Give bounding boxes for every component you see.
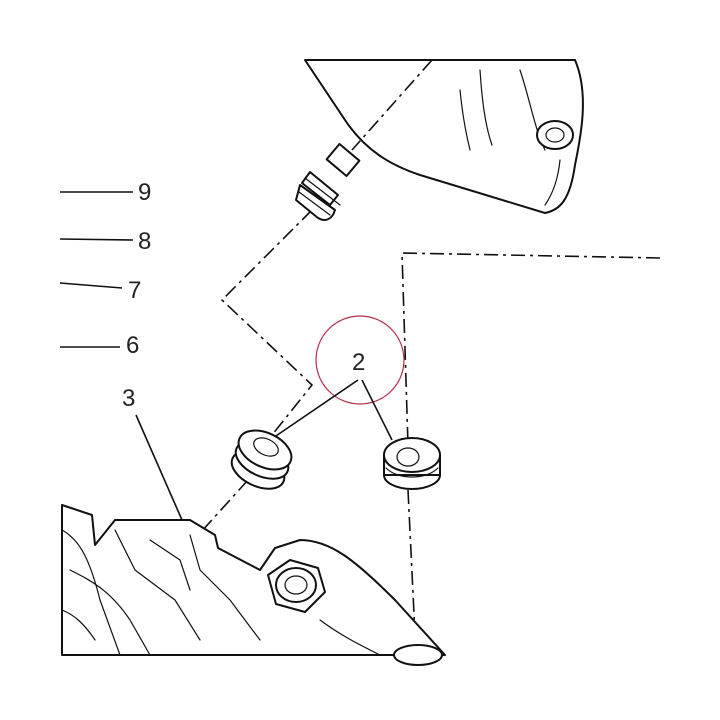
center-line-screw xyxy=(351,59,433,151)
callout-3-leader xyxy=(135,414,183,521)
screw-fitting xyxy=(295,142,361,221)
callout-2-leader-left xyxy=(269,379,359,441)
callout-3: 3 xyxy=(122,385,135,412)
grommet-left xyxy=(230,429,293,490)
callout-7: 7 xyxy=(128,277,141,304)
center-line-path-left xyxy=(220,209,314,441)
lower-bracket xyxy=(61,504,446,666)
callout-leaders-left xyxy=(59,191,134,348)
grommet-right xyxy=(383,437,441,490)
callout-6: 6 xyxy=(126,332,139,359)
callout-2: 2 xyxy=(352,349,365,376)
callout-8: 8 xyxy=(138,228,151,255)
highlight-circle xyxy=(315,315,405,405)
center-line-right xyxy=(401,252,661,446)
callout-9: 9 xyxy=(138,179,151,206)
upper-housing xyxy=(304,59,584,214)
callout-2-leader-right xyxy=(361,379,393,441)
